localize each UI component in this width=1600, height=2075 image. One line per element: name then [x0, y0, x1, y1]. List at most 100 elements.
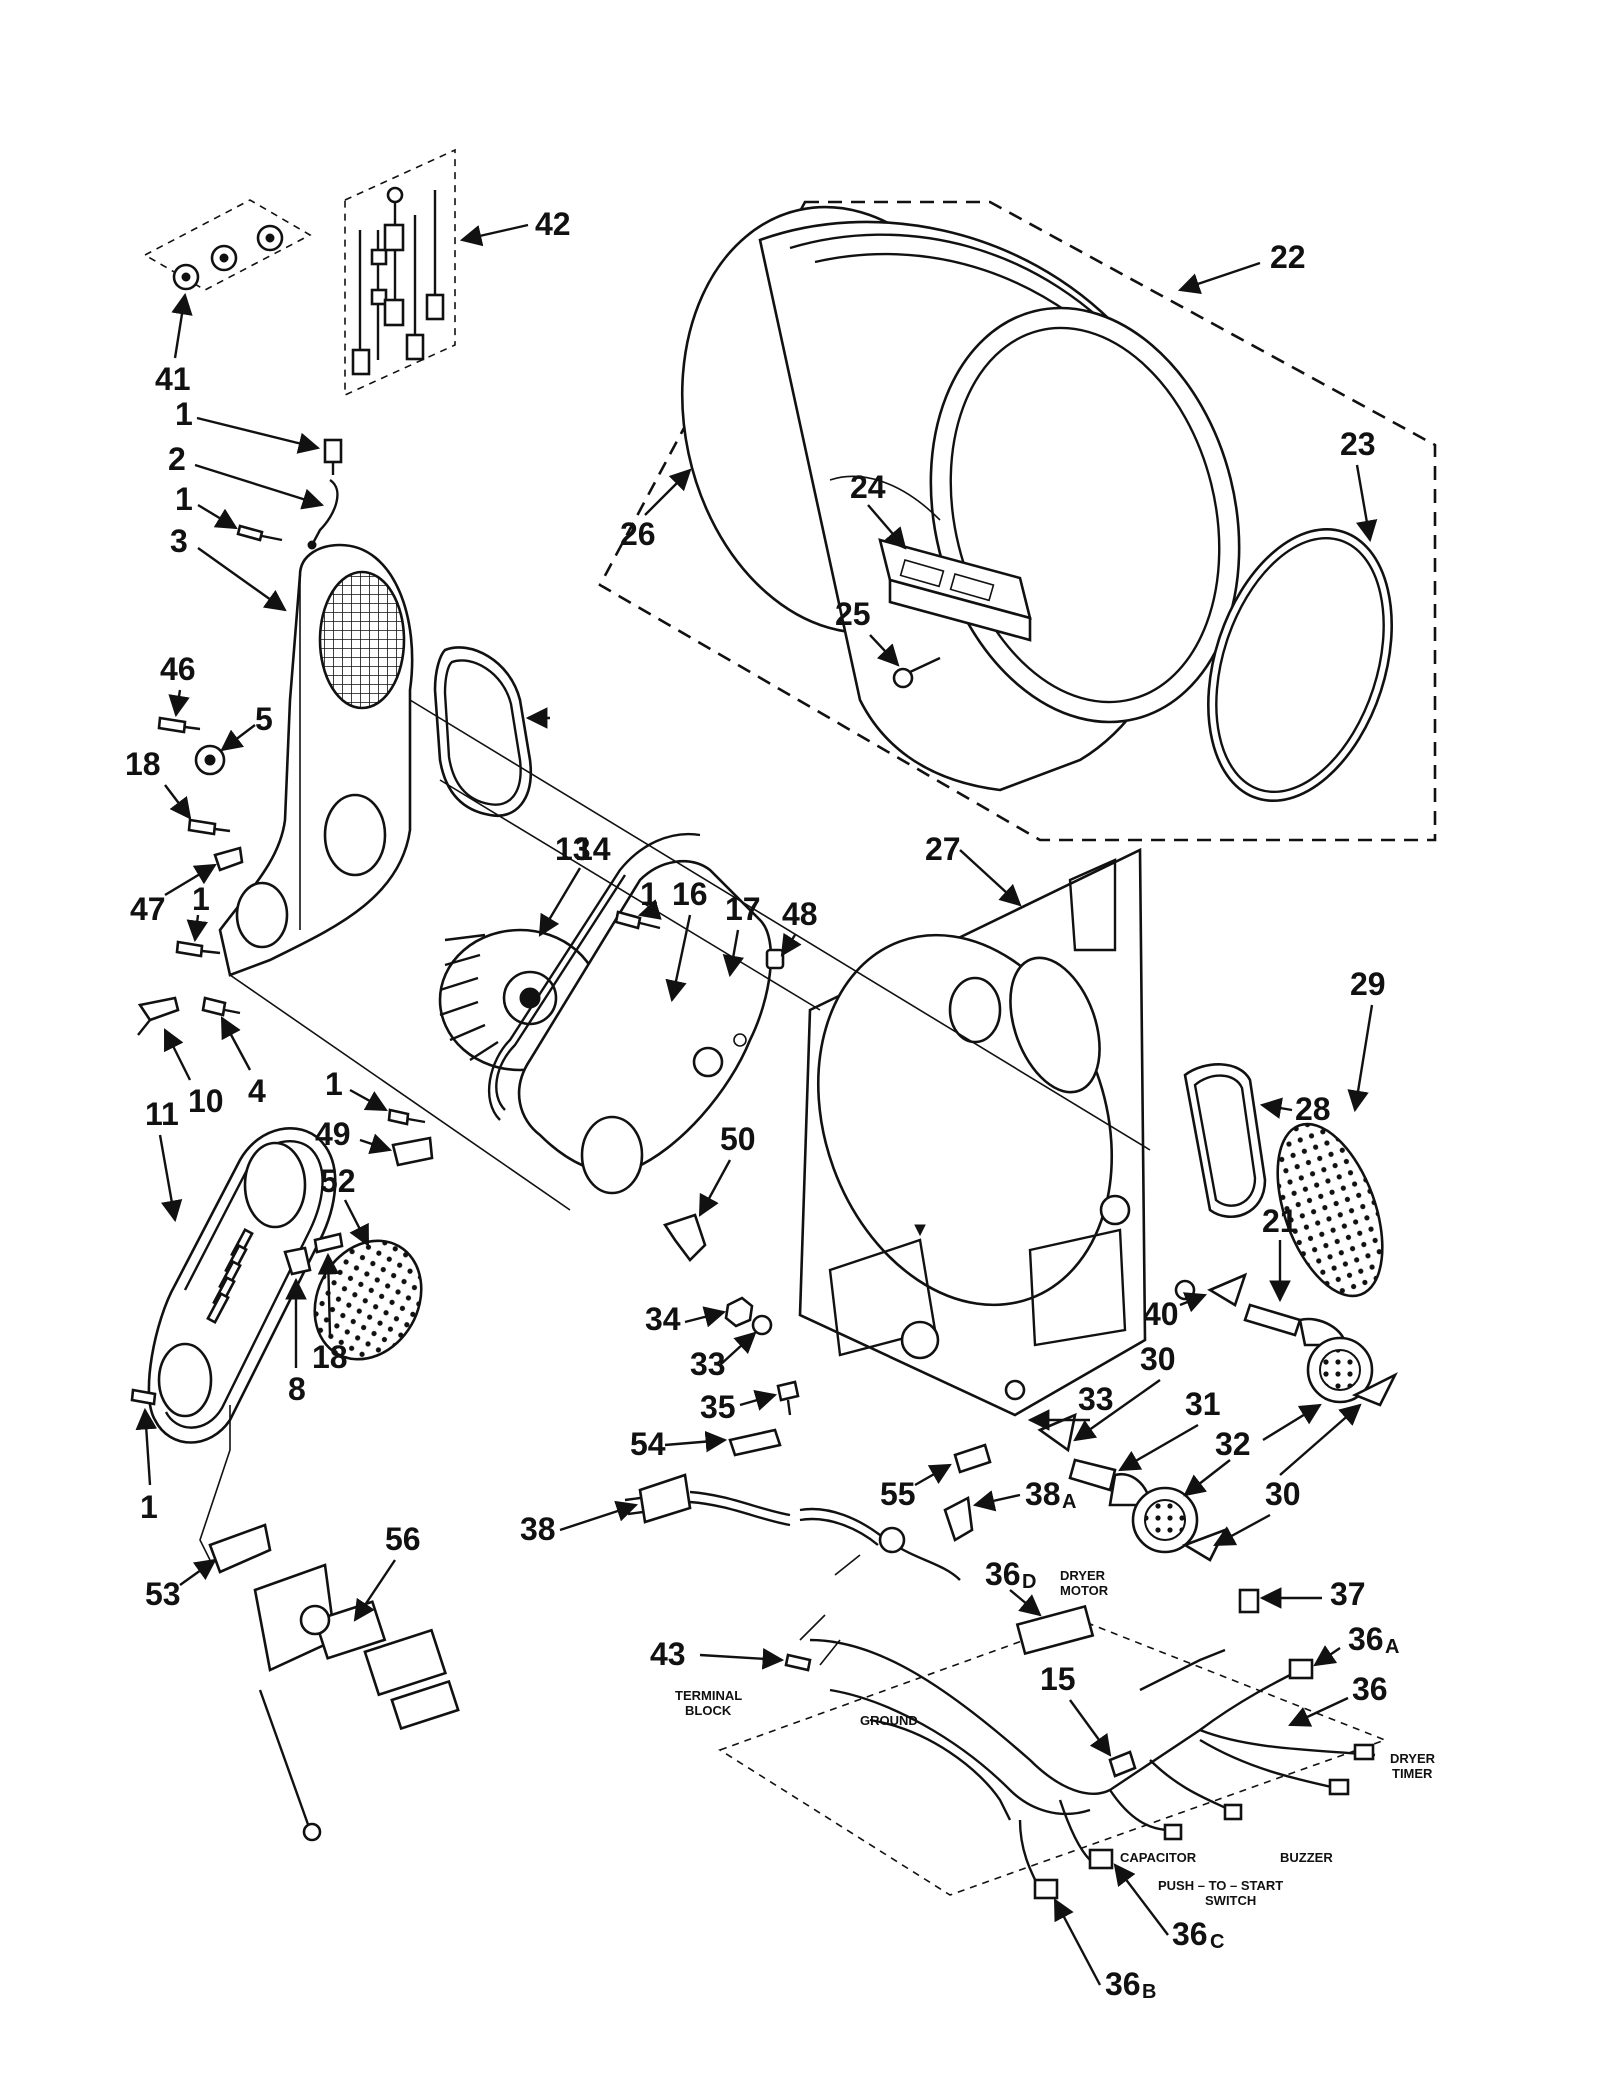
thermostat-5	[194, 744, 226, 776]
front-panel-lower-right	[1028, 1228, 1127, 1347]
leader-42	[459, 223, 529, 247]
drum-baffle	[878, 538, 1032, 642]
harness-to-timer	[1199, 1728, 1376, 1757]
gas-valve-group: 53 56	[145, 1405, 460, 1842]
leader-30-right-upper	[1279, 1403, 1362, 1476]
leader-52	[343, 1199, 370, 1247]
callout-27: 27	[925, 831, 961, 867]
bulkhead-lint-screen	[318, 570, 406, 710]
bracket-10	[137, 996, 180, 1036]
leader-33-center	[719, 1331, 757, 1366]
roller-bracket-30-upper	[1351, 1372, 1398, 1407]
leader-35	[739, 1389, 778, 1411]
leader-30-right-lower	[1213, 1513, 1271, 1547]
front-panel-group: 27	[798, 831, 1147, 1417]
callout-10: 10	[188, 1083, 224, 1119]
leader-15	[1069, 1699, 1112, 1757]
callout-31: 31	[1185, 1386, 1221, 1422]
leader-17	[722, 929, 745, 978]
label-capacitor: CAPACITOR	[1120, 1850, 1197, 1865]
callout-4: 4	[248, 1073, 266, 1109]
leader-5	[220, 724, 256, 752]
roller-shaft-31	[1068, 1458, 1152, 1507]
timer-connector-2	[1328, 1778, 1350, 1796]
callout-55: 55	[880, 1476, 916, 1512]
screw-1-bottom	[130, 1388, 157, 1406]
clip-50	[662, 1213, 707, 1262]
callout-3: 3	[170, 523, 188, 559]
leader-11	[158, 1134, 183, 1223]
leader-30-top	[1073, 1379, 1161, 1442]
callout-35: 35	[700, 1389, 736, 1425]
callout-46: 46	[160, 651, 196, 687]
leader-1-cover	[349, 1088, 388, 1112]
gas-valve-56	[253, 1563, 460, 1842]
drum-assembly-group: 22 23 24 25 26	[598, 200, 1437, 842]
center-hardware-group: 34 33 35 54 55	[630, 1296, 992, 1542]
leader-26	[644, 468, 692, 516]
callout-52: 52	[320, 1163, 356, 1199]
motor-belt-path	[487, 832, 701, 1121]
connector-15	[1108, 1750, 1137, 1778]
label-push-to-start-2: SWITCH	[1205, 1893, 1256, 1908]
callout-1-mid: 1	[175, 481, 193, 517]
callout-25: 25	[835, 596, 871, 632]
nut-34	[724, 1296, 754, 1328]
harness-base-outline	[718, 1619, 1388, 1896]
callout-1-bottom: 1	[140, 1489, 158, 1525]
kit-41-outline	[143, 199, 312, 291]
wire-connector-kit-42	[351, 186, 445, 376]
fastener-kit-41	[172, 224, 284, 291]
timer-connector	[1353, 1743, 1375, 1761]
buzzer-connector	[1223, 1803, 1243, 1821]
drum-assembly-outline	[598, 200, 1437, 842]
cord-leads	[899, 1546, 961, 1581]
front-panel-hole	[948, 976, 1002, 1044]
leader-36b	[1053, 1898, 1102, 1986]
callout-1-cover: 1	[325, 1066, 343, 1102]
alignment-lines	[229, 699, 1151, 1211]
callout-38a: 38	[1025, 1476, 1061, 1512]
callout-36d: 36	[985, 1556, 1021, 1592]
blower-cover-port-upper	[243, 1141, 307, 1229]
clip-54	[728, 1428, 782, 1457]
leader-38a	[972, 1490, 1021, 1512]
leader-43	[699, 1648, 785, 1670]
leader-53	[179, 1558, 217, 1586]
drum	[680, 205, 1241, 792]
label-dryer-motor-1: DRYER	[1060, 1568, 1106, 1583]
roller-32-lower	[1131, 1486, 1199, 1554]
callout-38a-sub: A	[1062, 1491, 1076, 1513]
callout-8: 8	[288, 1371, 306, 1407]
callout-49: 49	[315, 1116, 351, 1152]
front-panel-bearing-right	[1099, 1194, 1131, 1226]
callout-54: 54	[630, 1426, 666, 1462]
drum-front-lip	[949, 326, 1221, 704]
label-dryer-timer-1: DRYER	[1390, 1751, 1436, 1766]
blower-cover-port-lower	[157, 1342, 213, 1418]
leader-29	[1347, 1004, 1374, 1113]
leader-24	[867, 504, 907, 550]
screw-4	[201, 996, 241, 1017]
blower-cover-vents	[206, 1228, 254, 1324]
leader-1-bottom	[135, 1407, 158, 1486]
leader-46	[168, 689, 190, 718]
right-side-group: 28 29 21 40 30 33 31 32 30	[1004, 966, 1398, 1562]
baffle-screw	[892, 656, 941, 689]
callout-30-right: 30	[1265, 1476, 1301, 1512]
callout-36d-sub: D	[1022, 1571, 1036, 1593]
label-terminal-block-1: TERMINAL	[675, 1688, 742, 1703]
harness-to-switch	[1058, 1799, 1091, 1861]
power-cord	[689, 1490, 881, 1536]
callout-47: 47	[130, 891, 166, 927]
lint-duct-28	[1183, 1063, 1267, 1219]
power-cord-plug	[624, 1473, 692, 1524]
bracket-53	[208, 1523, 272, 1574]
connector-36a	[1288, 1658, 1314, 1680]
label-terminal-block-2: BLOCK	[685, 1703, 732, 1718]
callout-32: 32	[1215, 1426, 1251, 1462]
hardware-kit-group: 41 42	[143, 148, 571, 397]
screw-1-mid	[236, 524, 283, 542]
clamp-49	[391, 1136, 434, 1167]
